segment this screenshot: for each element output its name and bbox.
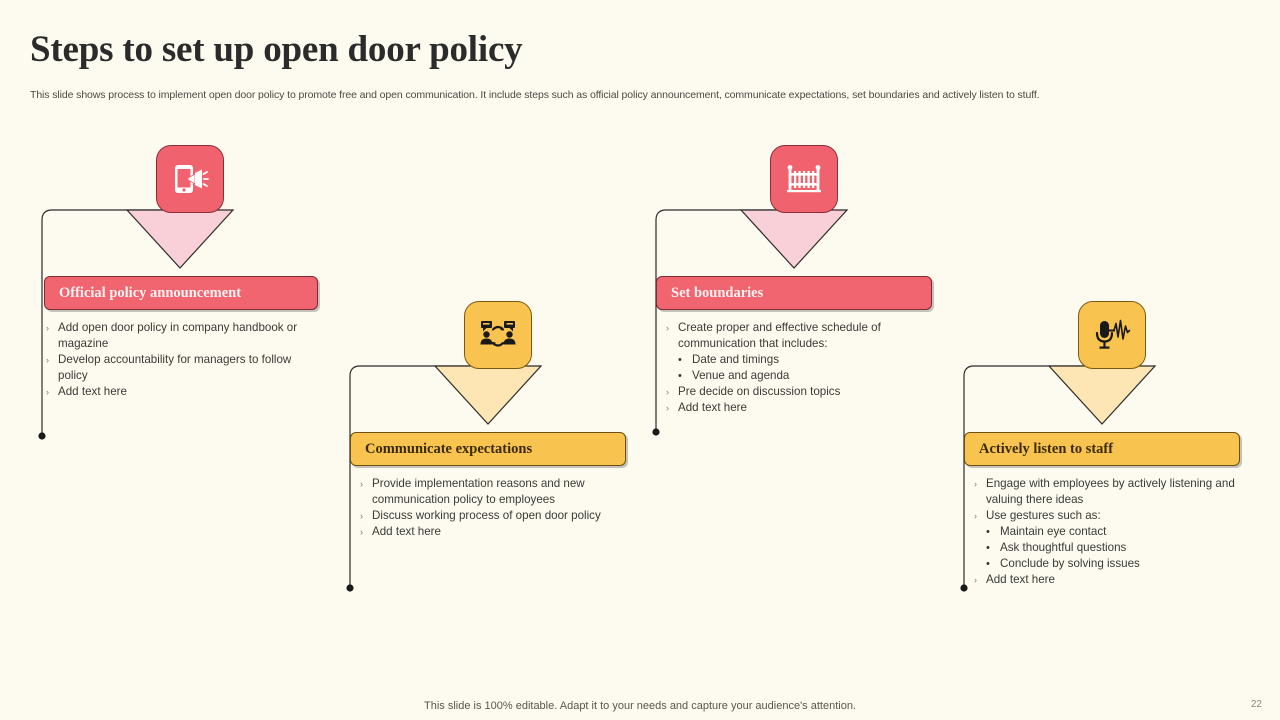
list-item-text: Engage with employees by actively listen… <box>986 477 1235 506</box>
list-item-text: Add open door policy in company handbook… <box>58 321 298 350</box>
dot-bullet-icon: • <box>678 370 682 382</box>
step-title-label: Actively listen to staff <box>979 440 1114 457</box>
list-item-text: Add text here <box>986 573 1055 586</box>
list-item: • Conclude by solving issues <box>972 556 1240 572</box>
dot-bullet-icon: • <box>986 526 990 538</box>
step-bullet-list: › Add open door policy in company handbo… <box>44 320 324 400</box>
step-bullet-list: › Engage with employees by actively list… <box>972 476 1240 588</box>
icon-badge-microphone-waveform[interactable] <box>1078 301 1146 369</box>
step-official-policy-announcement: Official policy announcement › Add open … <box>30 140 330 450</box>
step-actively-listen-to-staff: Actively listen to staff › Engage with e… <box>952 296 1252 606</box>
chevron-bullet-icon: › <box>974 511 977 521</box>
chevron-bullet-icon: › <box>360 527 363 537</box>
chevron-bullet-icon: › <box>360 511 363 521</box>
dot-bullet-icon: • <box>986 558 990 570</box>
down-arrow-red <box>739 209 849 269</box>
chevron-bullet-icon: › <box>666 403 669 413</box>
step-title-label: Official policy announcement <box>59 284 242 301</box>
list-item-text: Develop accountability for managers to f… <box>58 353 292 382</box>
step-bullet-list: › Create proper and effective schedule o… <box>664 320 932 416</box>
list-item: • Ask thoughtful questions <box>972 540 1240 556</box>
list-item: › Develop accountability for managers to… <box>44 352 324 384</box>
icon-badge-fence[interactable] <box>770 145 838 213</box>
step-title-bar[interactable]: Set boundaries <box>656 276 932 310</box>
list-item: › Engage with employees by actively list… <box>972 476 1240 508</box>
step-title-bar[interactable]: Actively listen to staff <box>964 432 1240 466</box>
list-item: • Venue and agenda <box>664 368 932 384</box>
list-item: › Add open door policy in company handbo… <box>44 320 324 352</box>
list-item: › Create proper and effective schedule o… <box>664 320 932 352</box>
down-arrow-yellow <box>433 365 543 425</box>
dot-bullet-icon: • <box>986 542 990 554</box>
list-item-text: Discuss working process of open door pol… <box>372 509 601 522</box>
list-item-text: Use gestures such as: <box>986 509 1101 522</box>
icon-badge-phone-megaphone[interactable] <box>156 145 224 213</box>
footer-note: This slide is 100% editable. Adapt it to… <box>424 700 856 712</box>
page-number: 22 <box>1250 699 1262 710</box>
chevron-bullet-icon: › <box>46 355 49 365</box>
chevron-bullet-icon: › <box>666 387 669 397</box>
step-title-bar[interactable]: Official policy announcement <box>44 276 318 310</box>
step-communicate-expectations: Communicate expectations › Provide imple… <box>338 296 638 606</box>
chevron-bullet-icon: › <box>974 479 977 489</box>
list-item-text: Create proper and effective schedule of … <box>678 321 881 350</box>
list-item: › Discuss working process of open door p… <box>358 508 624 524</box>
down-arrow-red <box>125 209 235 269</box>
list-item-text: Add text here <box>372 525 441 538</box>
list-item-text: Add text here <box>678 401 747 414</box>
list-item-text: Add text here <box>58 385 127 398</box>
list-item: • Date and timings <box>664 352 932 368</box>
list-item-text: Maintain eye contact <box>1000 525 1107 538</box>
list-item-text: Ask thoughtful questions <box>1000 541 1127 554</box>
chevron-bullet-icon: › <box>46 323 49 333</box>
list-item: › Pre decide on discussion topics <box>664 384 932 400</box>
page-subtitle: This slide shows process to implement op… <box>30 89 1040 101</box>
list-item: › Use gestures such as: <box>972 508 1240 524</box>
list-item-text: Pre decide on discussion topics <box>678 385 841 398</box>
list-item-text: Conclude by solving issues <box>1000 557 1140 570</box>
list-item: › Add text here <box>972 572 1240 588</box>
list-item-text: Provide implementation reasons and new c… <box>372 477 585 506</box>
list-item: › Add text here <box>358 524 624 540</box>
chevron-bullet-icon: › <box>666 323 669 333</box>
list-item: • Maintain eye contact <box>972 524 1240 540</box>
chevron-bullet-icon: › <box>974 575 977 585</box>
dot-bullet-icon: • <box>678 354 682 366</box>
step-title-label: Communicate expectations <box>365 440 533 457</box>
down-arrow-yellow <box>1047 365 1157 425</box>
step-set-boundaries: Set boundaries › Create proper and effec… <box>644 140 944 450</box>
microphone-waveform-icon <box>1095 319 1131 349</box>
step-bullet-list: › Provide implementation reasons and new… <box>358 476 624 540</box>
list-item: › Provide implementation reasons and new… <box>358 476 624 508</box>
list-item-text: Venue and agenda <box>692 369 790 382</box>
step-title-label: Set boundaries <box>671 284 764 301</box>
list-item: › Add text here <box>44 384 324 400</box>
step-title-bar[interactable]: Communicate expectations <box>350 432 626 466</box>
list-item: › Add text here <box>664 400 932 416</box>
icon-badge-two-people-speech[interactable] <box>464 301 532 369</box>
list-item-text: Date and timings <box>692 353 779 366</box>
page-title: Steps to set up open door policy <box>30 29 523 70</box>
two-people-speech-bubbles-icon <box>480 321 516 347</box>
phone-megaphone-icon <box>175 165 209 193</box>
chevron-bullet-icon: › <box>46 387 49 397</box>
chevron-bullet-icon: › <box>360 479 363 489</box>
fence-icon <box>787 165 821 193</box>
